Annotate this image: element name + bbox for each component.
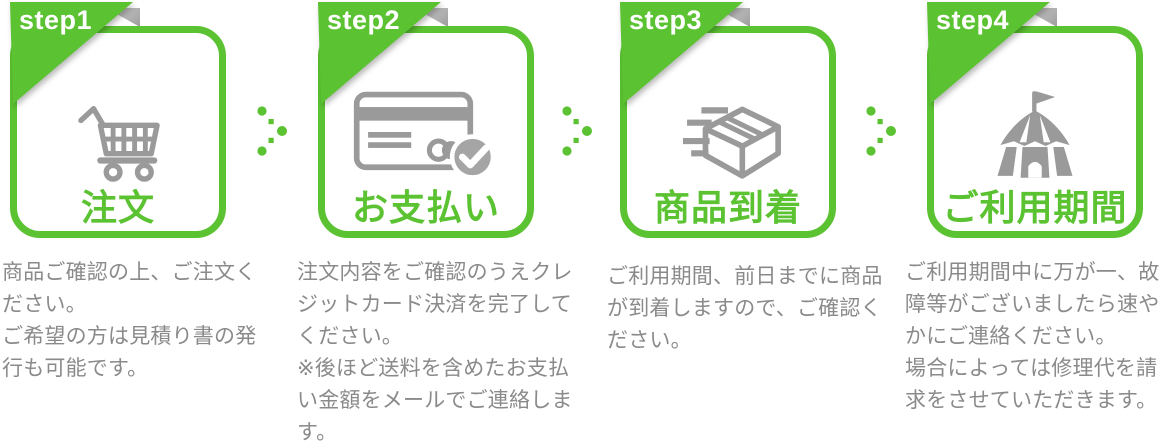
step-badge: step2 (327, 5, 401, 35)
step-description: 注文内容をご確認のうえクレジットカード決済を完了してください。 ※後ほど送料を含… (297, 261, 573, 444)
step-1-block: 注文 step1 商品ご確認の上、ご注文ください。 ご希望の方は見積り書の発行も… (0, 0, 292, 444)
shopping-cart-icon (78, 105, 160, 182)
step-2-block: お支払い step2 注文内容をご確認のうえクレジットカード決済を完了してくださ… (297, 0, 589, 444)
corner-ribbon (927, 2, 1050, 104)
step-description: ご利用期間、前日までに商品が到着しますので、ご確認ください。 (607, 265, 883, 352)
credit-card-check-icon (353, 91, 496, 180)
step-card: 注文 (10, 26, 226, 238)
step-badge: step1 (19, 5, 93, 35)
circus-tent-icon (997, 91, 1073, 178)
step-3-block: 商品到着 step3 ご利用期間、前日までに商品が到着しますので、ご確認ください… (605, 0, 893, 444)
step-4-block: ご利用期間 step4 ご利用期間中に万が一、故障等がございましたら速やかにご連… (903, 0, 1165, 444)
corner-ribbon (10, 2, 133, 104)
shipping-box-icon (682, 106, 781, 179)
step-badge: step3 (629, 5, 703, 35)
step-badge: step4 (936, 5, 1010, 35)
step-title: お支払い (351, 186, 500, 228)
dotted-chevron-right-arrow (562, 106, 592, 156)
corner-ribbon (318, 2, 441, 104)
dotted-chevron-right-arrow (257, 106, 287, 156)
corner-ribbon (620, 2, 743, 104)
step-description: 商品ご確認の上、ご注文ください。 ご希望の方は見積り書の発行も可能です。 (2, 261, 257, 380)
dotted-chevron-right-arrow (866, 106, 896, 156)
step-title: 商品到着 (653, 186, 802, 228)
step-title: ご利用期間 (942, 186, 1128, 228)
step-title: 注文 (80, 186, 155, 228)
step-description: ご利用期間中に万が一、故障等がございましたら速やかにご連絡ください。 場合によっ… (905, 261, 1160, 412)
